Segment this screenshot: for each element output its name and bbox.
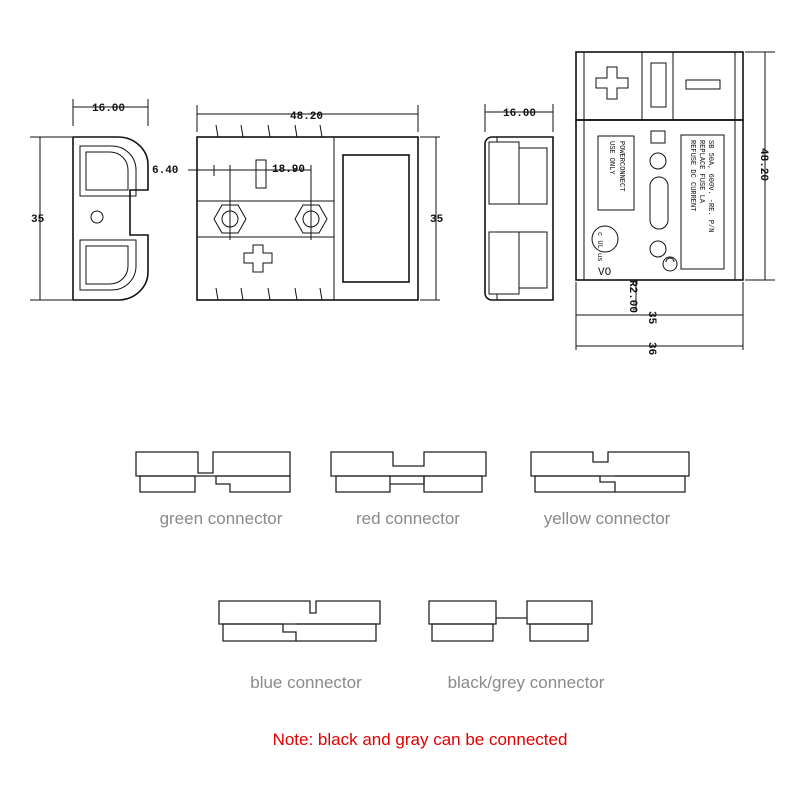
end-width-inner-label: 35 [645, 311, 657, 325]
hole-offset-label: 6.40 [152, 165, 178, 177]
hole-pitch-label: 18.90 [272, 164, 305, 176]
brand-line-2: USE ONLY [607, 141, 615, 175]
side-width-label: 16.00 [92, 103, 125, 115]
connector-caption: yellow connector [544, 509, 671, 528]
brand-line-1: POWERCONNECT [617, 141, 625, 191]
front-width-label: 48.20 [290, 111, 323, 123]
back-width-label: 16.00 [503, 108, 536, 120]
end-view: POWERCONNECT USE ONLY SB 50A, 600V. -RE.… [575, 51, 775, 355]
ce-logo-icon [662, 256, 678, 272]
compatibility-note: Note: black and gray can be connected [273, 730, 568, 749]
connector-caption: blue connector [250, 673, 362, 692]
connector-caption: black/grey connector [448, 673, 605, 692]
vo-mark: VO [598, 267, 612, 279]
radius-label: R2.00 [626, 280, 638, 313]
connector-blue: blue connector [218, 600, 381, 692]
rating-line-1: SB 50A, 600V. -RE. P/N [706, 140, 714, 232]
rating-line-3: REFUSE DC CURRENT [688, 140, 696, 211]
back-view: 16.00 [484, 104, 554, 301]
front-view: 48.20 35 6.40 18.90 [152, 105, 444, 301]
rating-line-2: REPLACE FUSE LA [697, 140, 705, 204]
side-view: 16.00 35 [30, 99, 149, 301]
side-height-label: 35 [31, 214, 45, 226]
connector-green: green connector [135, 451, 291, 528]
connector-yellow: yellow connector [530, 451, 690, 528]
end-width-outer-label: 36 [645, 342, 657, 355]
connector-red: red connector [330, 451, 487, 528]
end-height-label: 48.20 [757, 148, 769, 181]
connector-caption: green connector [160, 509, 283, 528]
front-height-label: 35 [430, 214, 444, 226]
ul-mark: c UL us [595, 232, 603, 261]
connector-black-grey: black/grey connector [428, 600, 605, 692]
connector-caption: red connector [356, 509, 460, 528]
ul-logo-icon [591, 225, 619, 253]
